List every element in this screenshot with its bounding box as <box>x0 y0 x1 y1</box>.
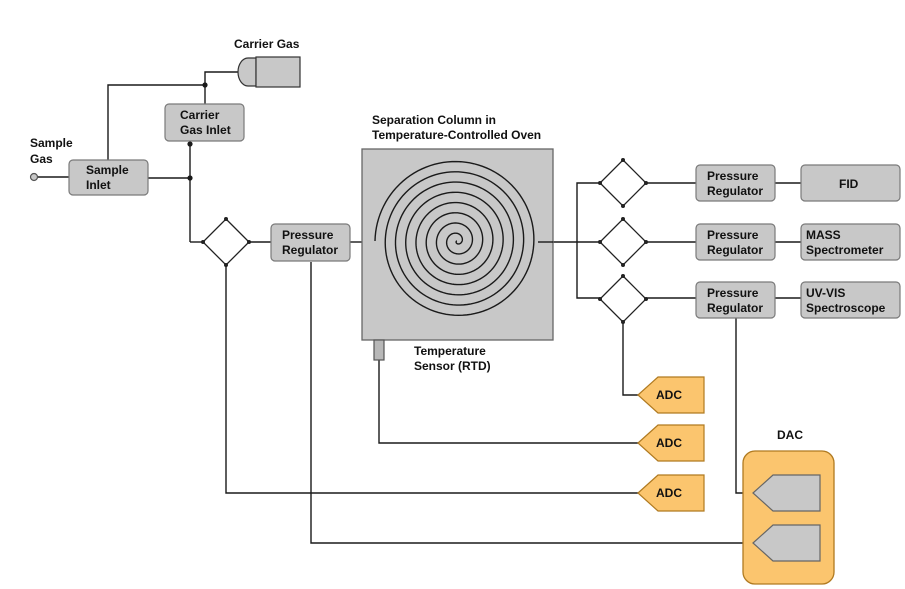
pressure-regulator-fid-label-1: Pressure <box>707 169 759 183</box>
adc-2-label: ADC <box>656 436 682 450</box>
pressure-regulator-mass: Pressure Regulator <box>695 223 776 261</box>
carrier-gas-inlet-box: Carrier Gas Inlet <box>164 103 245 142</box>
mass-label-2: Spectrometer <box>806 243 884 257</box>
carrier-gas-cylinder-icon <box>237 56 301 88</box>
dac-channel-2 <box>752 524 821 562</box>
pressure-regulator-mass-label-2: Regulator <box>707 243 763 257</box>
mass-spectrometer-box: MASS Spectrometer <box>800 223 901 261</box>
adc-2: ADC <box>637 424 705 462</box>
uvvis-spectroscope-box: UV-VIS Spectroscope <box>800 281 901 319</box>
pressure-regulator-uvvis: Pressure Regulator <box>695 281 776 319</box>
fid-detector-box: FID <box>800 164 901 202</box>
sample-inlet-box: Sample Inlet <box>68 159 149 196</box>
fid-label: FID <box>839 177 859 191</box>
temperature-sensor-icon <box>373 339 385 361</box>
adc-1-label: ADC <box>656 388 682 402</box>
bridge-sensor-left-icon <box>201 217 251 267</box>
bridge-sensor-mass-icon <box>598 217 648 267</box>
bridge-sensor-fid-icon <box>598 158 648 208</box>
pressure-regulator-fid-label-2: Regulator <box>707 184 763 198</box>
adc-1: ADC <box>637 376 705 414</box>
adc-3: ADC <box>637 474 705 512</box>
adc-3-label: ADC <box>656 486 682 500</box>
uvvis-label-2: Spectroscope <box>806 301 886 315</box>
pressure-regulator-fid: Pressure Regulator <box>695 164 776 202</box>
pressure-regulator-uvvis-label-1: Pressure <box>707 286 759 300</box>
pressure-regulator-uvvis-label-2: Regulator <box>707 301 763 315</box>
carrier-inlet-label-1: Carrier <box>180 108 220 122</box>
sample-inlet-label-1: Sample <box>86 163 129 177</box>
mass-label-1: MASS <box>806 228 841 242</box>
uvvis-label-1: UV-VIS <box>806 286 845 300</box>
column-title-1: Separation Column in <box>372 113 496 127</box>
dac-module <box>742 450 835 585</box>
temp-sensor-label-1: Temperature <box>414 344 486 358</box>
pressure-regulator-mass-label-1: Pressure <box>707 228 759 242</box>
sample-gas-label-2: Gas <box>30 152 53 166</box>
dac-label: DAC <box>777 428 803 442</box>
bridge-sensor-uvvis-icon <box>598 274 648 324</box>
separation-column-spiral <box>374 160 535 317</box>
sample-inlet-label-2: Inlet <box>86 178 111 192</box>
dac-channel-1 <box>752 474 821 512</box>
carrier-inlet-label-2: Gas Inlet <box>180 123 231 137</box>
temp-sensor-label-2: Sensor (RTD) <box>414 359 491 373</box>
carrier-gas-label: Carrier Gas <box>234 37 300 51</box>
column-title-2: Temperature-Controlled Oven <box>372 128 541 142</box>
sample-gas-label-1: Sample <box>30 136 73 150</box>
sample-gas-port-icon <box>29 172 39 182</box>
pressure-regulator-inlet-label-1: Pressure <box>282 228 334 242</box>
pressure-regulator-inlet-label-2: Regulator <box>282 243 338 257</box>
pressure-regulator-inlet: Pressure Regulator <box>270 223 351 262</box>
